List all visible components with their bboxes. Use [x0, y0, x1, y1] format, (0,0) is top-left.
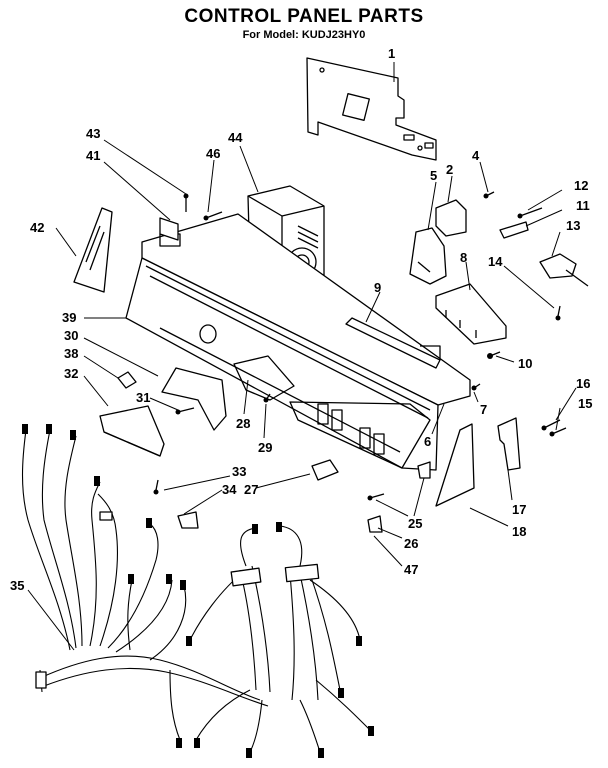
callout-14: 14 — [488, 254, 503, 269]
part-28-bracket — [161, 355, 295, 431]
part-8-terminal-block — [435, 283, 507, 345]
part-26-clip — [367, 515, 383, 533]
part-42-left-end-cap — [73, 207, 113, 293]
callout-15: 15 — [578, 396, 592, 411]
callout-32: 32 — [64, 366, 78, 381]
callout-9: 9 — [374, 280, 381, 295]
part-17-right-bracket — [497, 417, 521, 471]
callout-46: 46 — [206, 146, 220, 161]
callout-28: 28 — [236, 416, 250, 431]
callout-4: 4 — [472, 148, 480, 163]
callout-13: 13 — [566, 218, 580, 233]
part-2-switch — [435, 199, 467, 237]
callout-5: 5 — [430, 168, 437, 183]
callout-29: 29 — [258, 440, 272, 455]
part-34-clip — [177, 511, 199, 529]
callout-33: 33 — [232, 464, 246, 479]
callout-12: 12 — [574, 178, 588, 193]
part-5-selector-knob-housing — [409, 227, 447, 285]
callout-43: 43 — [86, 126, 100, 141]
part-12-screw — [517, 207, 543, 219]
part-18-right-end-cap — [435, 423, 475, 507]
callout-17: 17 — [512, 502, 526, 517]
callout-34: 34 — [222, 482, 237, 497]
callout-47: 47 — [404, 562, 418, 577]
callout-11: 11 — [576, 198, 590, 213]
callout-31: 31 — [136, 390, 150, 405]
callout-38: 38 — [64, 346, 78, 361]
callout-44: 44 — [228, 130, 243, 145]
part-1-control-board — [306, 57, 437, 161]
main-control-panel — [125, 213, 471, 471]
callout-7: 7 — [480, 402, 487, 417]
part-41-clip — [159, 217, 179, 241]
callout-35: 35 — [10, 578, 24, 593]
callout-18: 18 — [512, 524, 526, 539]
callout-41: 41 — [86, 148, 100, 163]
page-title: CONTROL PANEL PARTS — [184, 6, 424, 27]
callout-39: 39 — [62, 310, 76, 325]
part-27-button — [311, 459, 339, 481]
part-9-trim-strip — [345, 317, 441, 369]
model-subtitle: For Model: KUDJ23HY0 — [242, 29, 366, 41]
callout-6: 6 — [424, 434, 431, 449]
part-25-clip — [417, 461, 431, 479]
part-35-wiring-harness — [21, 424, 374, 758]
part-13-latch — [539, 253, 589, 287]
callout-27: 27 — [244, 482, 258, 497]
screw-fasteners — [153, 191, 567, 501]
callout-16: 16 — [576, 376, 590, 391]
callout-1: 1 — [388, 46, 395, 61]
part-30-knob — [199, 324, 217, 344]
callout-8: 8 — [460, 250, 467, 265]
callout-10: 10 — [518, 356, 532, 371]
part-38-bumper — [117, 371, 137, 389]
part-32-housing — [99, 405, 165, 457]
callout-25: 25 — [408, 516, 422, 531]
callout-26: 26 — [404, 536, 418, 551]
callout-2: 2 — [446, 162, 453, 177]
callout-numbers: 1 2 4 5 12 11 13 14 8 9 10 7 6 16 15 17 … — [10, 46, 592, 593]
callout-leader-lines — [27, 62, 577, 651]
callout-42: 42 — [30, 220, 44, 235]
callout-30: 30 — [64, 328, 78, 343]
part-11-bracket — [499, 221, 529, 239]
